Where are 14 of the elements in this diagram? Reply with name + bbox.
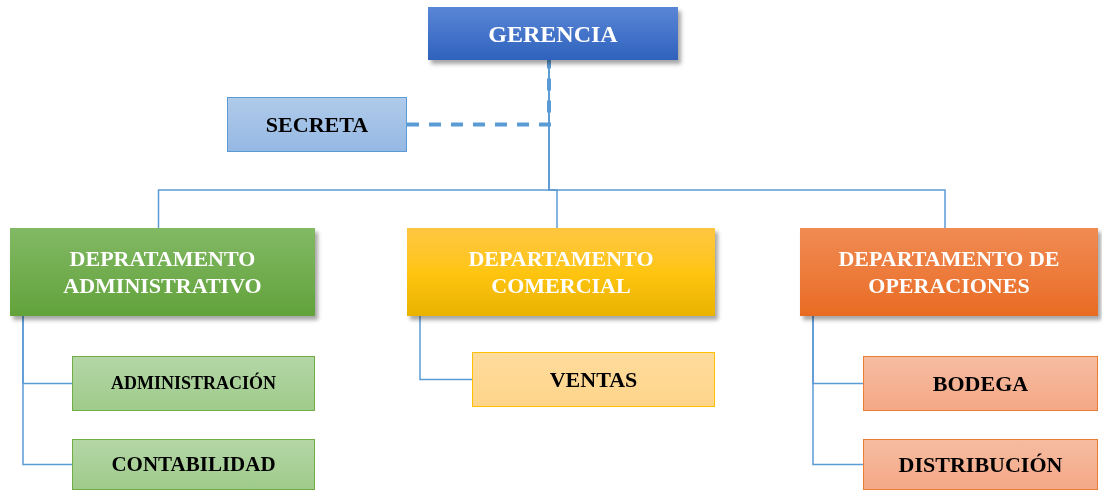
section-box: ADMINISTRACIÓN [72,356,315,411]
connector-line [22,315,73,466]
department-box: DEPARTAMENTO COMERCIAL [407,228,715,316]
secretary-box: SECRETA [227,97,407,152]
manager-box: GERENCIA [428,7,678,60]
section-box: CONTABILIDAD [72,439,315,490]
connector-line [407,60,551,127]
section-box: DISTRIBUCIÓN [863,439,1098,490]
connector-line [812,315,864,466]
section-box: BODEGA [863,356,1098,411]
connector-line [419,315,473,381]
department-box: DEPRATAMENTO ADMINISTRATIVO [10,228,315,316]
section-box: VENTAS [472,352,715,407]
department-box: DEPARTAMENTO DE OPERACIONES [800,228,1098,316]
